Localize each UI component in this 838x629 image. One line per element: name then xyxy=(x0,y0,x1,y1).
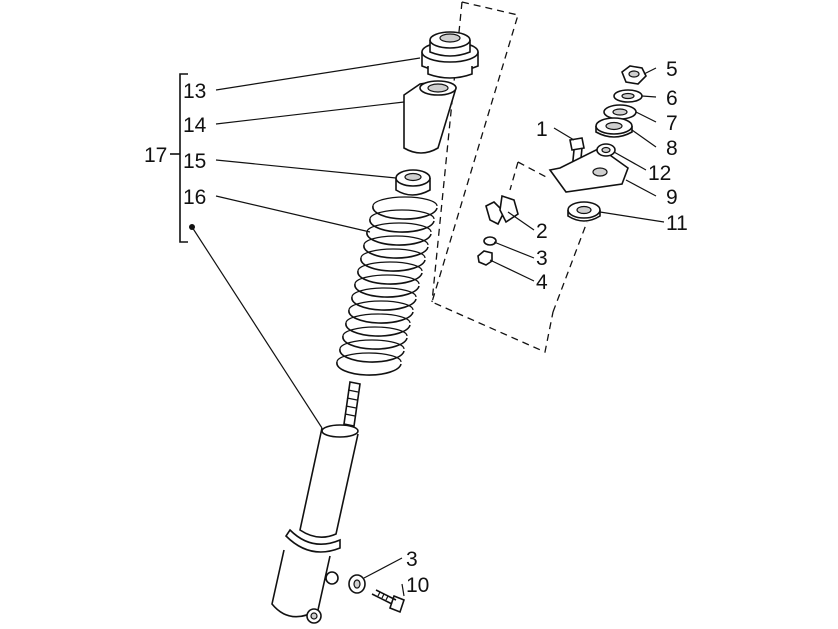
spring-coil-back xyxy=(351,287,417,298)
part-3-washer-upper xyxy=(483,236,497,246)
spring-coil-back xyxy=(372,196,438,207)
spring-coil-back xyxy=(348,300,414,311)
callout-7: 7 xyxy=(666,112,678,135)
part-3-washer-lower xyxy=(348,574,366,594)
part-13-bump-stop xyxy=(421,31,479,79)
callout-9: 9 xyxy=(666,186,678,209)
callout-11: 11 xyxy=(666,212,688,235)
spring-coil-back xyxy=(366,222,432,233)
spring-coil-front xyxy=(345,322,411,337)
spring-coil-back xyxy=(345,313,411,324)
callout-14: 14 xyxy=(183,114,207,137)
spring-coil-back xyxy=(357,261,423,272)
spring-coil-front xyxy=(372,205,438,220)
spring-coil-back xyxy=(354,274,420,285)
spring-coil-front xyxy=(357,270,423,285)
callout-6: 6 xyxy=(666,87,678,110)
spring-coil-back xyxy=(339,339,405,350)
spring-coil-front xyxy=(369,218,435,233)
callout-17: 17 xyxy=(144,144,167,167)
callout-2: 2 xyxy=(536,220,548,243)
callout-3-lower: 3 xyxy=(406,548,418,571)
spring-coil-front xyxy=(339,348,405,363)
spring-coil-back xyxy=(369,209,435,220)
part-12-washer xyxy=(596,143,616,157)
callout-16: 16 xyxy=(183,186,206,209)
part-6-washer xyxy=(613,89,643,103)
spring-coil-front xyxy=(351,296,417,311)
part-4-nut-upper xyxy=(477,250,493,266)
leader-lines xyxy=(191,57,665,597)
part-16-coil-spring xyxy=(336,196,438,376)
spring-coil-front xyxy=(348,309,414,324)
part-14-sleeve xyxy=(403,80,457,154)
part-2-clip xyxy=(485,194,519,226)
callout-4: 4 xyxy=(536,271,548,294)
part-8-rubber-bush xyxy=(595,117,633,138)
spring-coil-front xyxy=(336,361,402,376)
callout-labels: 13 14 15 16 17 1 2 3 4 5 6 7 8 12 9 11 3… xyxy=(144,58,688,597)
part-7-rubber-washer xyxy=(603,104,637,120)
callout-3-upper: 3 xyxy=(536,247,548,270)
callout-10: 10 xyxy=(406,574,429,597)
spring-coil-front xyxy=(342,335,408,350)
callout-8: 8 xyxy=(666,137,678,160)
callout-15: 15 xyxy=(183,150,206,173)
spring-coil-front xyxy=(366,231,432,246)
part-5-nut xyxy=(621,65,647,85)
callout-12: 12 xyxy=(648,162,671,185)
damper-body xyxy=(271,381,361,624)
part-9-bracket xyxy=(548,147,629,193)
callout-13: 13 xyxy=(183,80,206,103)
callout-1: 1 xyxy=(536,118,548,141)
spring-coil-front xyxy=(363,244,429,259)
spring-coil-back xyxy=(360,248,426,259)
callout-5: 5 xyxy=(666,58,678,81)
spring-coil-front xyxy=(360,257,426,272)
part-10-bolt xyxy=(371,589,405,614)
part-11-rubber-bush xyxy=(567,201,601,222)
spring-coil-back xyxy=(336,352,402,363)
spring-coil-front xyxy=(354,283,420,298)
part-15-spring-cup xyxy=(395,169,431,196)
spring-coil-back xyxy=(363,235,429,246)
spring-coil-back xyxy=(342,326,408,337)
